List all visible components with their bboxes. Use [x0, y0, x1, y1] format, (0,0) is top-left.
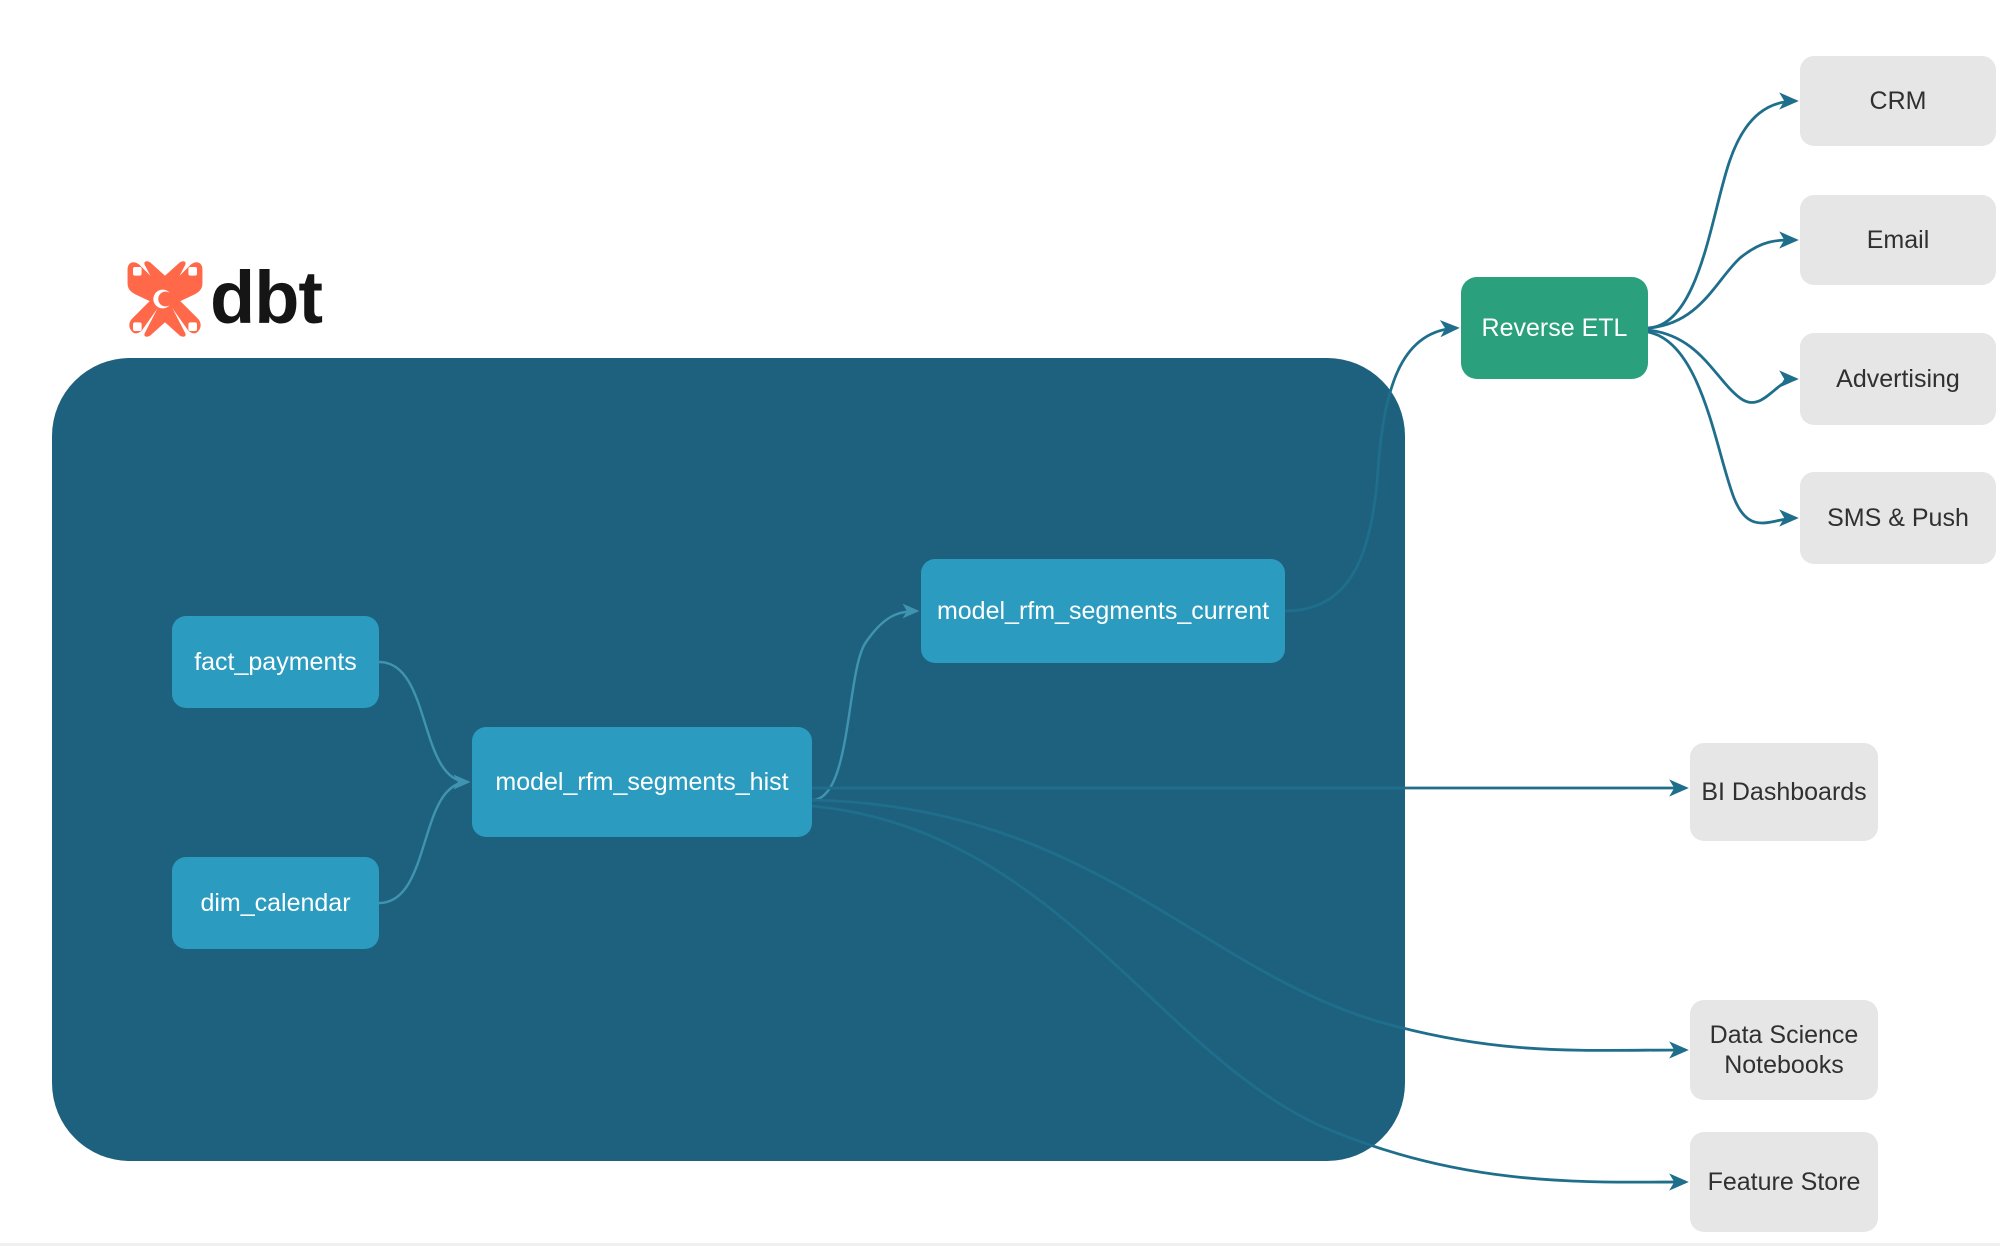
model-node-model-rfm-segments-hist[interactable]: model_rfm_segments_hist: [472, 727, 812, 837]
destination-node-feature-store[interactable]: Feature Store: [1690, 1132, 1878, 1232]
destination-node-label: Email: [1866, 225, 1930, 254]
destination-node-label: CRM: [1869, 86, 1927, 115]
destination-node-bi-dashboards[interactable]: BI Dashboards: [1690, 743, 1878, 841]
destination-node-sms-push[interactable]: SMS & Push: [1800, 472, 1996, 564]
model-node-label: fact_payments: [194, 647, 357, 676]
edge-reverse-etl-to-email: [1647, 231, 1799, 330]
dbt-logo: dbt: [126, 256, 336, 341]
destination-node-label: BI Dashboards: [1701, 777, 1867, 806]
model-node-fact-payments[interactable]: fact_payments: [172, 616, 379, 708]
model-node-dim-calendar[interactable]: dim_calendar: [172, 857, 379, 949]
bottom-divider: [0, 1243, 2000, 1246]
destination-node-email[interactable]: Email: [1800, 195, 1996, 285]
dbt-x-logo-icon: [127, 261, 203, 337]
edge-reverse-etl-to-crm: [1647, 92, 1799, 330]
edge-reverse-etl-to-sms-push: [1647, 330, 1799, 527]
destination-node-label: Data Science Notebooks: [1709, 1020, 1859, 1080]
model-node-model-rfm-segments-current[interactable]: model_rfm_segments_current: [921, 559, 1285, 663]
destination-node-crm[interactable]: CRM: [1800, 56, 1996, 146]
reverse-etl-node[interactable]: Reverse ETL: [1461, 277, 1648, 379]
reverse-etl-label: Reverse ETL: [1481, 313, 1628, 342]
model-node-label: model_rfm_segments_hist: [495, 767, 789, 796]
destination-node-label: Advertising: [1836, 364, 1960, 393]
destination-node-advertising[interactable]: Advertising: [1800, 333, 1996, 425]
destination-node-label: Feature Store: [1707, 1167, 1861, 1196]
destination-node-data-science-notebooks[interactable]: Data Science Notebooks: [1690, 1000, 1878, 1100]
model-node-label: dim_calendar: [200, 888, 351, 917]
dbt-logo-text: dbt: [210, 256, 323, 339]
model-node-label: model_rfm_segments_current: [936, 596, 1270, 625]
edge-reverse-etl-to-advertising: [1647, 328, 1799, 404]
destination-node-label: SMS & Push: [1827, 503, 1969, 532]
